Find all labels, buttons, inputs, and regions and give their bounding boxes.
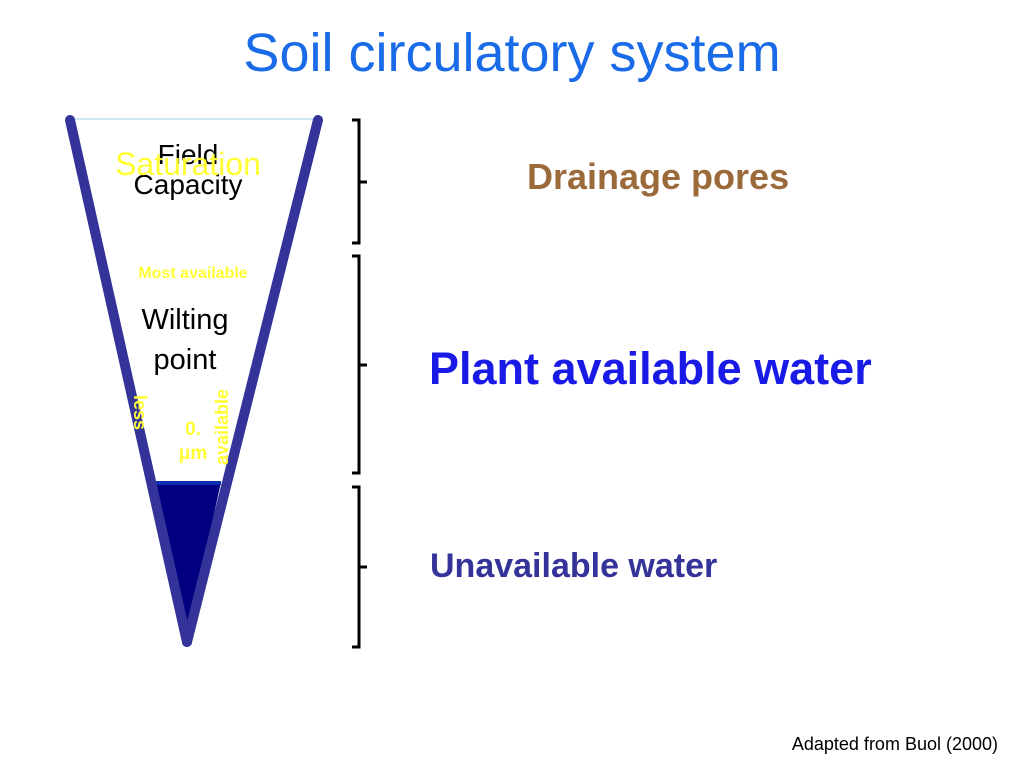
less-label: less <box>130 395 150 431</box>
saturation-label: Saturation <box>115 146 261 182</box>
source-credit: Adapted from Buol (2000) <box>791 734 998 754</box>
unavailable-water-label: Unavailable water <box>430 547 718 585</box>
bracket-drainage <box>352 118 367 245</box>
field-capacity-label: Field Capacity <box>133 139 243 200</box>
page-title: Soil circulatory system <box>243 23 781 83</box>
unavailable-water-fill <box>156 482 221 638</box>
most-available-label: Most available <box>138 265 248 282</box>
funnel-left-edge <box>65 115 192 647</box>
drainage-pores-label: Drainage pores <box>527 156 790 197</box>
pore-size-label: 0. μm <box>178 419 208 464</box>
bracket-unavailable <box>352 485 367 649</box>
funnel-right-edge <box>182 115 323 647</box>
wilting-point-label: Wilting point <box>141 304 229 376</box>
bracket-plant-available <box>352 254 367 475</box>
plant-available-water-label: Plant available water <box>429 343 872 394</box>
